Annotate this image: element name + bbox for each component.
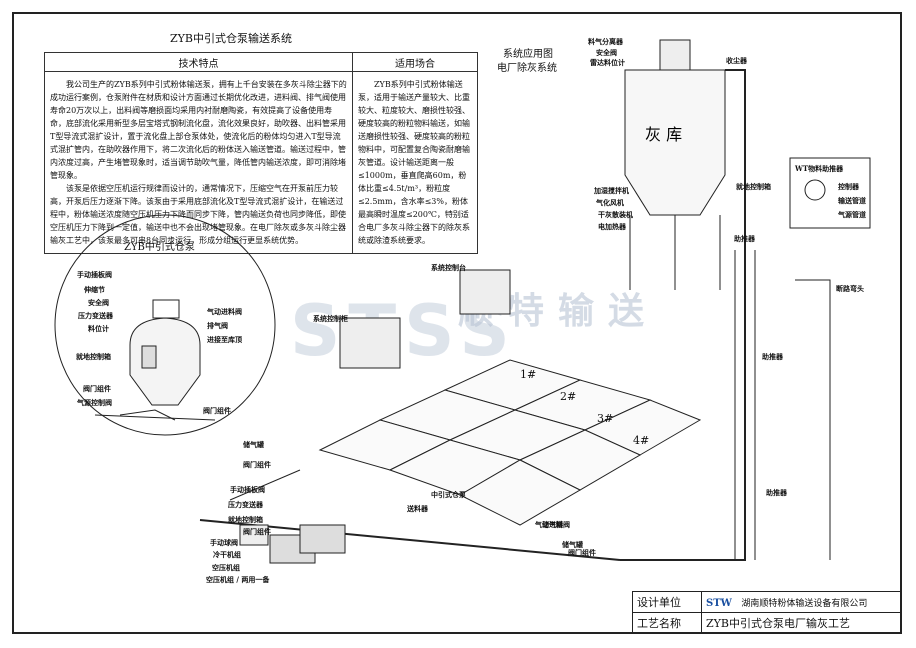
wt-label-1: 控制器 bbox=[838, 182, 859, 191]
pump-vessel bbox=[129, 317, 201, 406]
silo_view-label-1: 安全阀 bbox=[596, 48, 617, 57]
plant-label-12: 中引式仓泵 bbox=[431, 490, 466, 499]
silo_view-label-2: 雷达料位计 bbox=[590, 58, 625, 67]
system-cabinet bbox=[339, 317, 401, 369]
hopper-label-2: 2# bbox=[560, 390, 576, 403]
wt-booster-box bbox=[789, 157, 871, 229]
features-cell: 我公司生产的ZYB系列中引式粉体输送泵，拥有上千台安装在多灰斗除尘器下的成功运行… bbox=[44, 71, 353, 254]
hopper-label-3: 3# bbox=[597, 412, 613, 425]
wt-label-3: 气源管道 bbox=[838, 210, 866, 219]
features-paragraph-2: 该泵是依据空压机运行规律而设计的，通常情况下，压缩空气在开泵前压力较高，开泵后压… bbox=[50, 184, 346, 245]
spec-table: 技术特点 适用场合 我公司生产的ZYB系列中引式粉体输送泵，拥有上千台安装在多灰… bbox=[44, 52, 478, 254]
drawing-border bbox=[12, 12, 902, 634]
hopper-label-1: 1# bbox=[520, 368, 536, 381]
pump_detail-label-9: 排气阀 bbox=[207, 321, 228, 330]
silo_view-label-9: 助推器 bbox=[734, 234, 755, 243]
silo_view-label-6: 干灰散装机 bbox=[598, 210, 633, 219]
plant-label-15: 阀门组件 bbox=[568, 548, 596, 557]
main-conveying-pipe bbox=[620, 69, 746, 561]
document-title: ZYB中引式仓泵输送系统 bbox=[170, 32, 292, 45]
pump-detail-circle bbox=[54, 214, 276, 436]
silo_view-label-4: 加湿搅拌机 bbox=[594, 186, 629, 195]
silo_view-label-8: 就地控制箱 bbox=[736, 182, 771, 191]
title-block: 设计单位 STW 湖南顺特粉体输送设备有限公司 工艺名称 ZYB中引式仓泵电厂输… bbox=[632, 591, 902, 634]
plant-label-6: 就地控制箱 bbox=[228, 515, 263, 524]
silo_view-label-12: 助推器 bbox=[766, 488, 787, 497]
hopper-grid bbox=[318, 359, 702, 526]
pump_detail-label-7: 气源控制阀 bbox=[77, 398, 112, 407]
silo_view-label-7: 电加热器 bbox=[598, 222, 626, 231]
silo_view-label-10: 断路弯头 bbox=[836, 284, 864, 293]
features-paragraph-1: 我公司生产的ZYB系列中引式粉体输送泵，拥有上千台安装在多灰斗除尘器下的成功运行… bbox=[50, 80, 347, 180]
plant-label-1: 系统控制柜 bbox=[313, 314, 348, 323]
pump-feed-valve bbox=[152, 299, 180, 319]
design-unit-label: 设计单位 bbox=[632, 591, 702, 613]
pump_detail-label-0: 手动插板阀 bbox=[77, 270, 112, 279]
silo_view-label-11: 助推器 bbox=[762, 352, 783, 361]
pump-pipe bbox=[119, 409, 176, 421]
plant-label-3: 阀门组件 bbox=[243, 460, 271, 469]
pump_detail-label-4: 料位计 bbox=[88, 324, 109, 333]
pump_detail-label-1: 伸缩节 bbox=[84, 285, 105, 294]
air-line bbox=[229, 469, 301, 501]
local-control-box-small bbox=[141, 345, 157, 369]
process-name: ZYB中引式仓泵电厂输灰工艺 bbox=[701, 612, 902, 634]
design-unit-value: STW 湖南顺特粉体输送设备有限公司 bbox=[701, 591, 902, 613]
silo-title-1: 系统应用图 bbox=[503, 49, 553, 60]
silo-top-separator bbox=[659, 39, 691, 71]
compressor-unit-2 bbox=[299, 524, 346, 554]
pump_detail-label-6: 阀门组件 bbox=[83, 384, 111, 393]
dryer-unit bbox=[239, 524, 269, 546]
pump_detail-label-3: 压力变送器 bbox=[78, 311, 113, 320]
plant-label-16: 储气罐 bbox=[562, 540, 583, 549]
plant-label-10: 空压机组 bbox=[212, 563, 240, 572]
plant-label-9: 冷干机组 bbox=[213, 550, 241, 559]
wt-label-2: 输送管道 bbox=[838, 196, 866, 205]
lower-header-pipe bbox=[199, 519, 621, 561]
application-cell: ZYB系列中引式粉体输送泵，适用于输送产量较大、比重较大、粒度较大、磨损性较强、… bbox=[352, 71, 478, 254]
plant-label-4: 手动插板阀 bbox=[230, 485, 265, 494]
pump_detail-label-10: 进接至库顶 bbox=[207, 335, 242, 344]
hopper-labels: 1# 2# 3# 4# bbox=[520, 368, 649, 447]
plant-label-7: 阀门组件 bbox=[243, 527, 271, 536]
plant-label-0: 系统控制台 bbox=[431, 263, 466, 272]
process-label: 工艺名称 bbox=[632, 612, 702, 634]
silo-title-2: 电厂除灰系统 bbox=[497, 63, 557, 74]
plant-label-17: 送料器 bbox=[407, 504, 428, 513]
pump_detail-label-11: 阀门组件 bbox=[203, 406, 231, 415]
hopper-label-4: 4# bbox=[633, 434, 649, 447]
wt-box-title: WT物料助推器 bbox=[795, 164, 844, 173]
silo_view-label-3: 收尘器 bbox=[726, 56, 747, 65]
plant-label-14: 储气罐 bbox=[542, 520, 563, 529]
silo_view-label-5: 气化风机 bbox=[596, 198, 624, 207]
plant-label-5: 压力变送器 bbox=[228, 500, 263, 509]
pump_detail-label-5: 就地控制箱 bbox=[76, 352, 111, 361]
company-name: 湖南顺特粉体输送设备有限公司 bbox=[741, 598, 868, 609]
silo_view-label-0: 料气分离器 bbox=[588, 37, 623, 46]
pump_detail-label-8: 气动进料阀 bbox=[207, 307, 242, 316]
company-logo: STW bbox=[706, 597, 732, 609]
plant-label-2: 储气罐 bbox=[243, 440, 264, 449]
plant-label-11: 空压机组 / 两用一备 bbox=[206, 575, 270, 584]
pump-detail-title: ZYB中引式仓泵 bbox=[124, 242, 195, 253]
pump_detail-label-2: 安全阀 bbox=[88, 298, 109, 307]
plant-label-8: 手动球阀 bbox=[210, 538, 238, 547]
plant-label-13: 气动进料阀 bbox=[535, 520, 570, 529]
system-console bbox=[459, 269, 511, 315]
wt-booster-icon bbox=[804, 179, 826, 201]
silo-label: 灰 库 bbox=[645, 125, 682, 144]
pump-outlet bbox=[94, 414, 216, 421]
bypass-pipe bbox=[795, 279, 831, 560]
